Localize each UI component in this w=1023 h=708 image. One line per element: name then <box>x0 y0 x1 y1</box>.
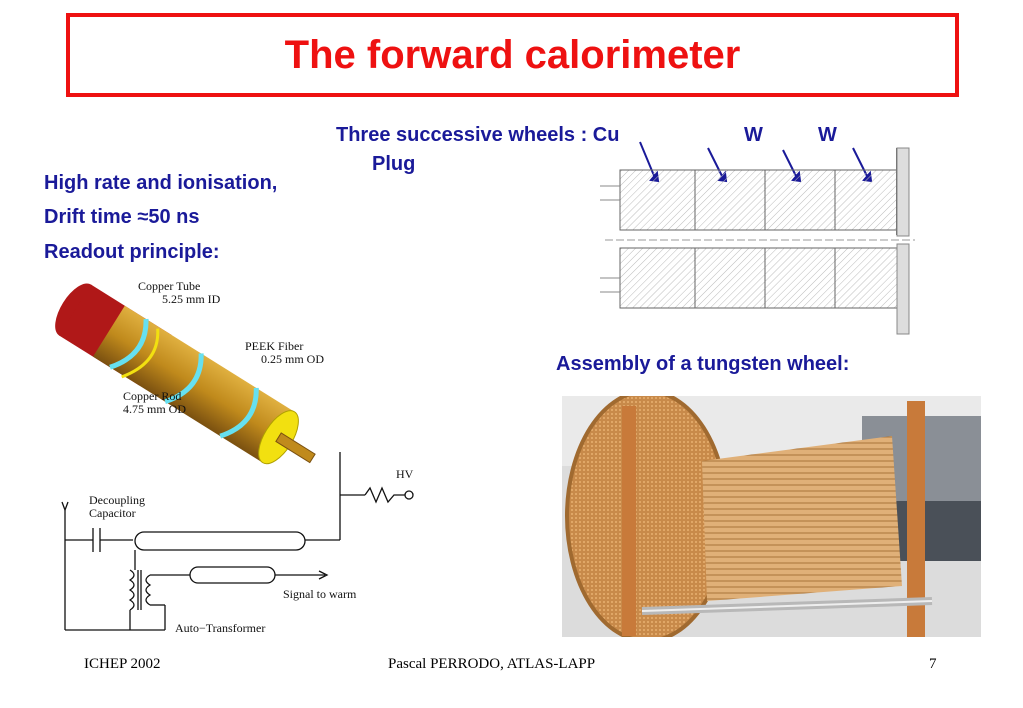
upper-wheel-section <box>600 147 915 241</box>
bullet-drift-time: Drift time ≈50 ns <box>44 206 200 228</box>
bullet-high-rate: High rate and ionisation, <box>44 172 278 194</box>
footer-page-number: 7 <box>929 656 937 672</box>
readout-circuit <box>61 452 414 631</box>
label-capacitor: Capacitor <box>89 506 136 520</box>
assembly-caption: Assembly of a tungsten wheel: <box>556 353 850 375</box>
label-copper-rod: Copper Rod <box>123 389 181 403</box>
wheel-label-w2: W <box>818 124 837 146</box>
label-signal-to-warm: Signal to warm <box>283 587 357 601</box>
tungsten-wheel-photo <box>562 396 981 637</box>
label-auto-transformer: Auto−Transformer <box>175 621 265 635</box>
wheel-label-w1: W <box>744 124 763 146</box>
slide-title: The forward calorimeter <box>284 32 741 77</box>
label-copper-tube: Copper Tube <box>138 279 200 293</box>
label-copper-rod-dim: 4.75 mm OD <box>123 402 186 416</box>
footer-author: Pascal PERRODO, ATLAS-LAPP <box>388 656 596 672</box>
label-decoupling: Decoupling <box>89 493 145 507</box>
readout-diagram: Copper Tube 5.25 mm ID PEEK Fiber 0.25 m… <box>55 279 414 635</box>
label-peek-fiber: PEEK Fiber <box>245 339 303 353</box>
bullet-readout: Readout principle: <box>44 241 220 263</box>
label-hv: HV <box>396 467 414 481</box>
label-peek-fiber-dim: 0.25 mm OD <box>261 352 324 366</box>
footer-conference: ICHEP 2002 <box>84 656 161 672</box>
wheel-label-plug: Plug <box>372 153 416 175</box>
label-copper-tube-dim: 5.25 mm ID <box>162 292 221 306</box>
wheels-cross-section <box>600 141 915 335</box>
wheels-heading: Three successive wheels : Cu <box>336 124 620 146</box>
lower-wheel-section <box>600 243 910 335</box>
title-box: The forward calorimeter <box>66 13 959 97</box>
copper-rod-graphic <box>55 283 316 465</box>
